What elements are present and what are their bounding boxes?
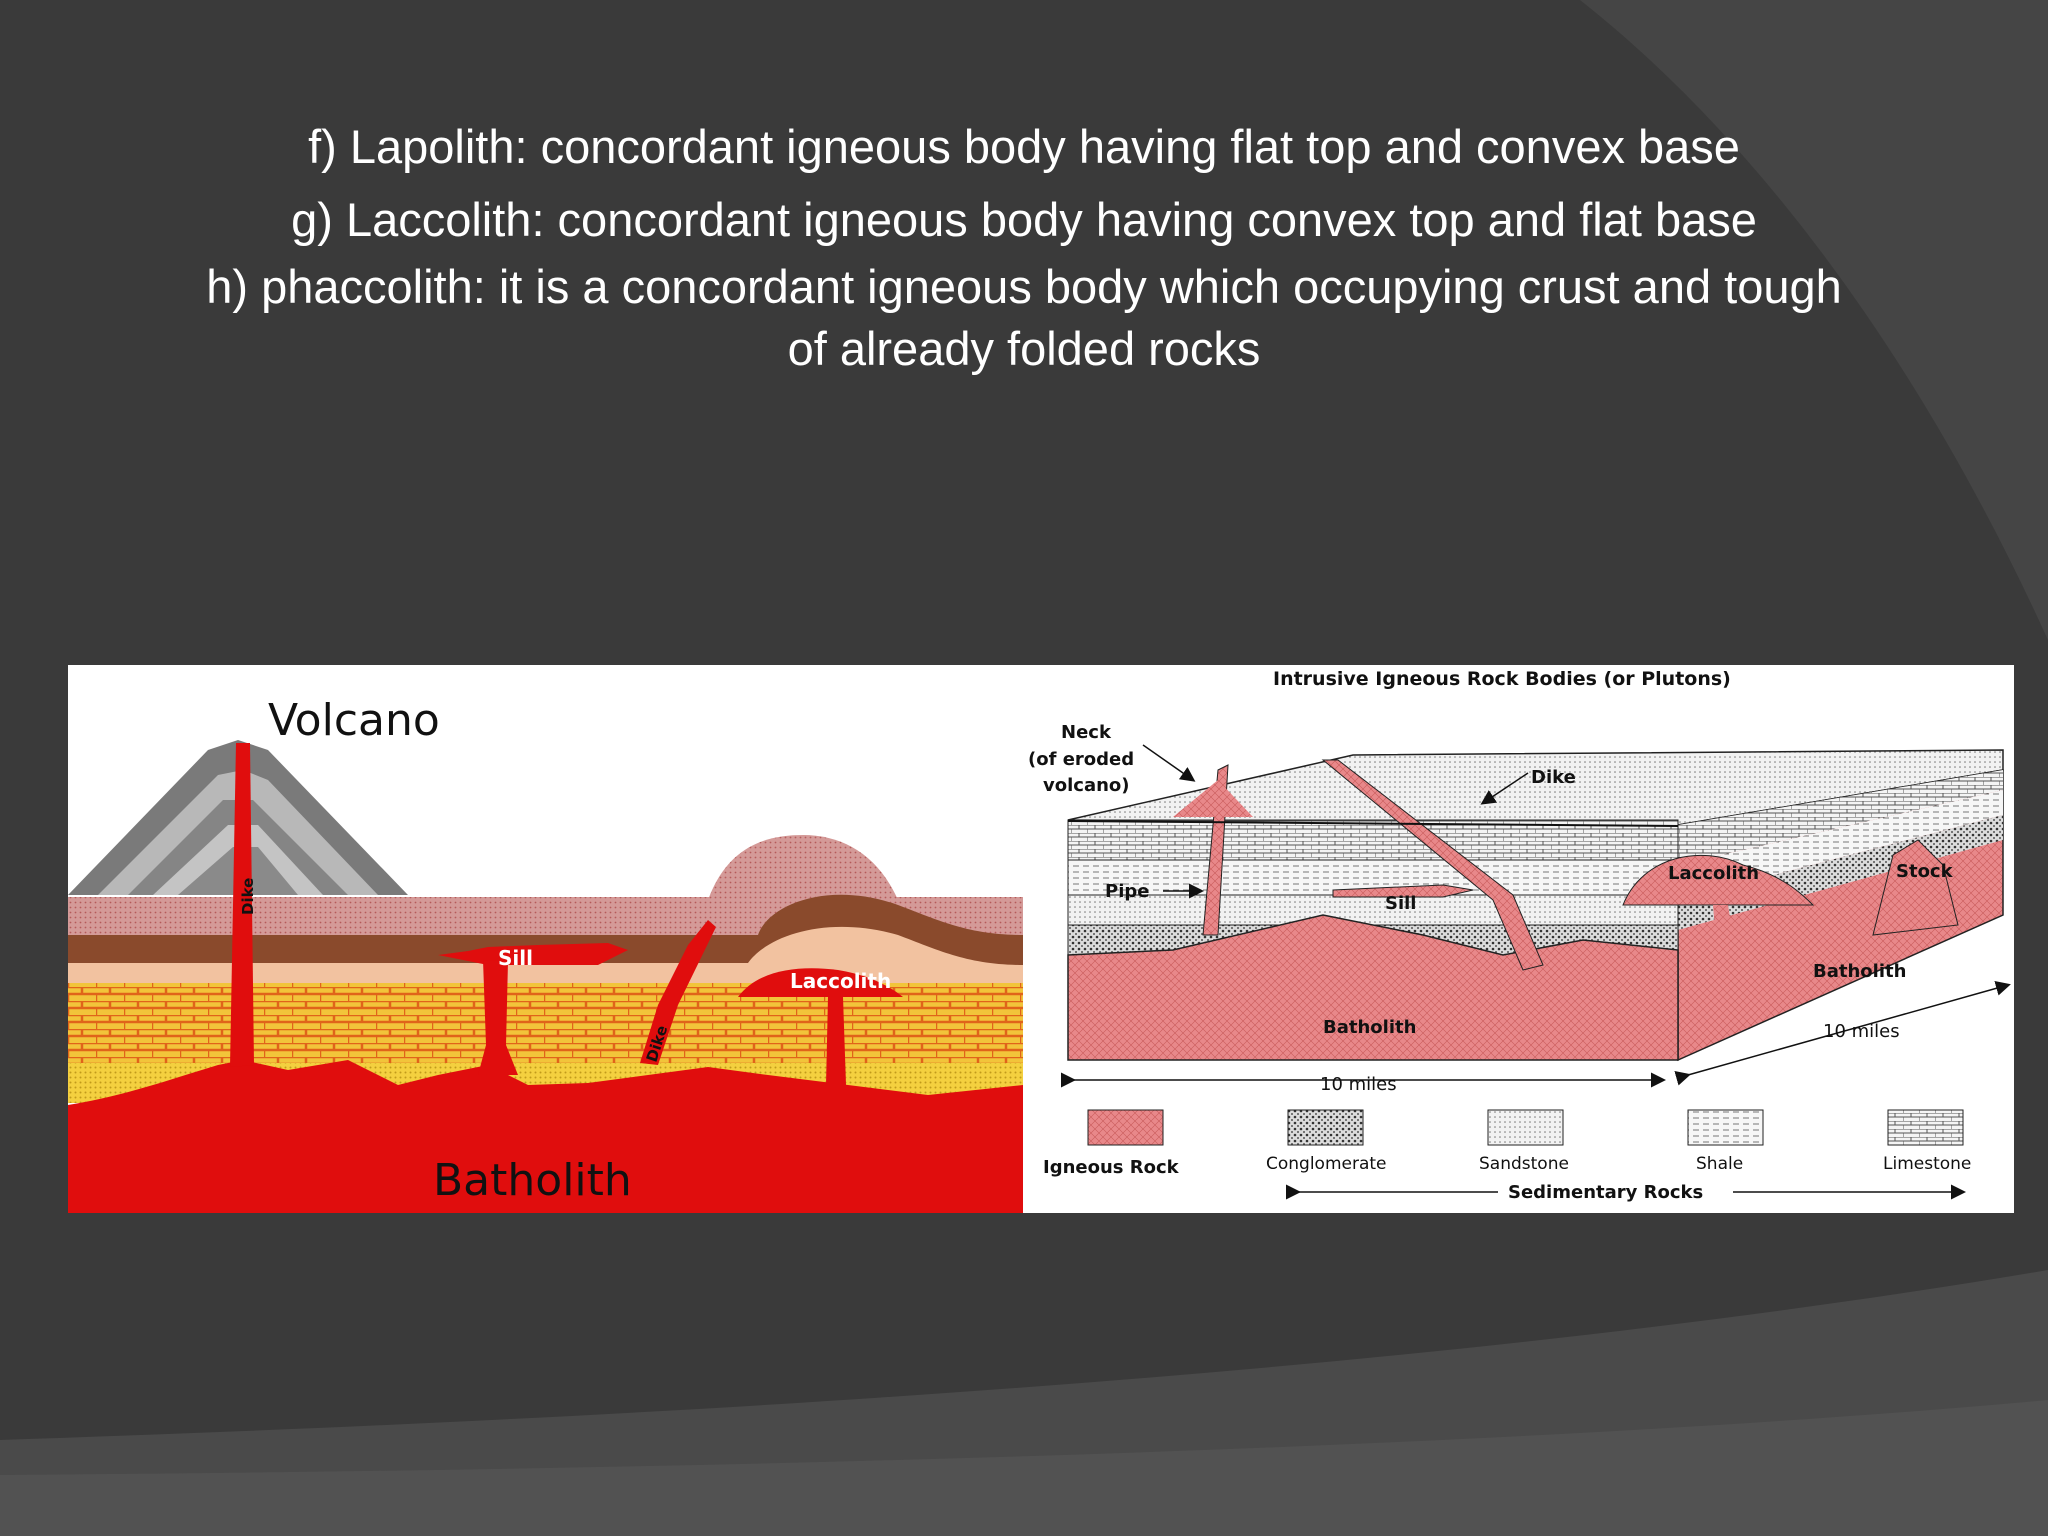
legend-label-limestone: Limestone: [1883, 1154, 1971, 1174]
label-neck-3: volcano): [1043, 775, 1130, 796]
legend-swatch-conglomerate: [1287, 1109, 1364, 1146]
label-dike-1: Dike: [239, 878, 257, 915]
label-laccolith: Laccolith: [790, 969, 891, 993]
label-scale-front: 10 miles: [1320, 1074, 1397, 1095]
text-line-lapolith: f) Lapolith: concordant igneous body hav…: [308, 120, 1740, 173]
text-line-phaccolith: h) phaccolith: it is a concordant igneou…: [206, 260, 1842, 313]
legend-swatch-shale: [1687, 1109, 1764, 1146]
legend-label-shale: Shale: [1696, 1154, 1743, 1174]
label-batholith-front: Batholith: [1323, 1017, 1416, 1038]
legend-swatch-sandstone: [1487, 1109, 1564, 1146]
label-batholith-side: Batholith: [1813, 961, 1906, 982]
label-stock: Stock: [1896, 861, 1954, 882]
label-pipe: Pipe: [1105, 881, 1149, 902]
legend-label-sandstone: Sandstone: [1479, 1154, 1569, 1174]
label-scale-side: 10 miles: [1823, 1021, 1900, 1042]
slide-text: f) Lapolith: concordant igneous body hav…: [100, 110, 1948, 380]
label-neck-2: (of eroded: [1028, 749, 1134, 770]
label-volcano: Volcano: [268, 695, 440, 746]
right-figure-title: Intrusive Igneous Rock Bodies (or Pluton…: [1273, 668, 1731, 690]
text-line-laccolith: g) Laccolith: concordant igneous body ha…: [291, 193, 1757, 246]
text-line-phaccolith-cont: of already folded rocks: [787, 322, 1261, 375]
legend-label-igneous: Igneous Rock: [1043, 1157, 1180, 1178]
label-sill: Sill: [1385, 893, 1416, 914]
legend-swatch-limestone: [1887, 1109, 1964, 1146]
label-sill: Sill: [498, 946, 533, 970]
label-dike: Dike: [1531, 767, 1576, 788]
legend-swatch-igneous: [1087, 1109, 1164, 1146]
legend-label-conglomerate: Conglomerate: [1266, 1154, 1387, 1174]
label-laccolith: Laccolith: [1668, 863, 1759, 884]
legend-group-sedimentary: Sedimentary Rocks: [1508, 1182, 1703, 1203]
plutons-block-diagram-figure: Intrusive Igneous Rock Bodies (or Pluton…: [1023, 665, 2014, 1213]
label-batholith: Batholith: [433, 1155, 632, 1206]
label-neck-1: Neck: [1061, 722, 1112, 743]
igneous-cross-section-figure: Volcano Dike Sill Dike Laccolith Batholi…: [68, 665, 1023, 1213]
